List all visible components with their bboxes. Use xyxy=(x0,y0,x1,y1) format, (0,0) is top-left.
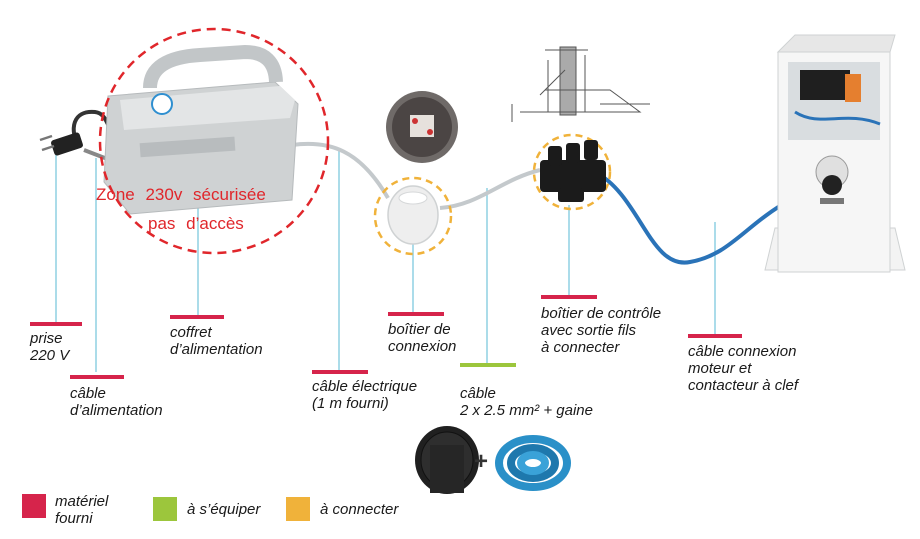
legend-swatch-fourni xyxy=(22,494,46,518)
legend-swatch-equiper xyxy=(153,497,177,521)
bar-coffret xyxy=(170,315,224,319)
label-cable-electrique: câble électrique (1 m fourni) xyxy=(312,378,418,412)
label-cable-moteur: câble connexion moteur et contacteur à c… xyxy=(688,343,799,394)
grey-cable xyxy=(291,141,390,200)
power-supply-box xyxy=(103,44,299,215)
legend-text-connecter: à connecter xyxy=(320,501,399,518)
bar-boitier-controle xyxy=(541,295,597,299)
label-cable-alimentation: câble d’alimentation xyxy=(70,385,163,419)
label-boitier-controle: boîtier de contrôle avec sortie fils à c… xyxy=(541,305,662,356)
grey-cable-2 xyxy=(439,168,541,210)
bar-prise xyxy=(30,322,82,326)
connection-box-photo xyxy=(386,91,458,163)
label-cable-gaine: câble 2 x 2.5 mm² + gaine xyxy=(460,385,593,419)
bar-cable-alim xyxy=(70,375,124,379)
legend-text-fourni: matériel fourni xyxy=(55,493,109,527)
label-boitier-connexion: boîtier de connexion xyxy=(388,321,457,355)
label-prise: prise 220 V xyxy=(30,330,70,364)
bar-cable-gaine xyxy=(460,363,516,367)
bar-cable-moteur xyxy=(688,334,742,338)
legend-text-equiper: à s’équiper xyxy=(187,501,261,518)
label-coffret: coffret d’alimentation xyxy=(170,324,263,358)
zone-label-line1: Zone 230v sécurisée xyxy=(96,185,266,204)
blue-sheath-coil xyxy=(495,435,571,491)
bar-boitier-connexion xyxy=(388,312,444,316)
gate-sketch xyxy=(511,46,650,122)
blue-cable xyxy=(594,170,791,265)
terminal-block xyxy=(540,140,606,202)
black-cable-reel xyxy=(415,426,479,494)
safety-zone-circle xyxy=(98,27,330,255)
control-cabinet xyxy=(764,34,906,273)
plus-sign: + xyxy=(474,448,489,475)
legend-swatch-connecter xyxy=(286,497,310,521)
connection-box-highlight xyxy=(373,176,453,256)
connection-box xyxy=(387,185,439,245)
zone-label-line2: pas d’accès xyxy=(148,214,244,233)
terminal-block-highlight xyxy=(532,133,612,211)
bar-cable-elec xyxy=(312,370,368,374)
